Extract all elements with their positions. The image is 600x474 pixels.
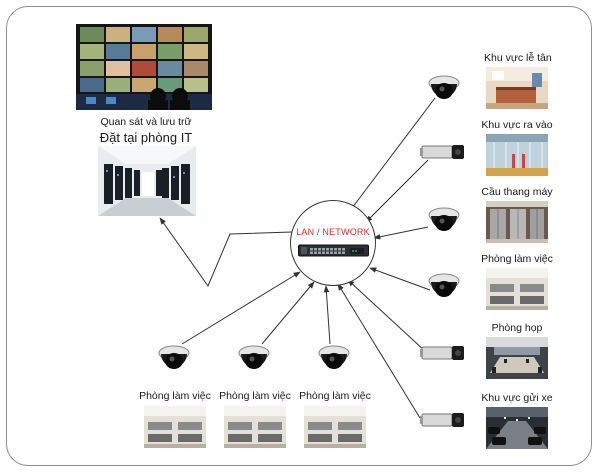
control-room-caption: Quan sát và lưu trữ <box>100 116 192 128</box>
link-elevator <box>373 226 429 240</box>
office-photo-2 <box>224 406 286 448</box>
box-camera-icon <box>418 341 466 365</box>
box-camera-icon <box>418 140 466 164</box>
zone-label-office-2: Phòng làm việc <box>219 390 291 402</box>
video-wall-photo <box>76 24 212 110</box>
office-photo-1 <box>144 406 206 448</box>
link-office-3 <box>323 285 331 345</box>
link-office-1 <box>181 271 301 345</box>
network-switch-icon <box>298 243 369 259</box>
link-entrance <box>365 159 429 223</box>
elevator-photo <box>486 201 548 243</box>
reception-photo <box>486 67 548 109</box>
link-reception <box>345 97 436 217</box>
link-office-2 <box>261 281 315 345</box>
uplink-line <box>159 217 293 288</box>
dome-camera-icon <box>426 206 462 236</box>
zone-label-meeting: Phòng họp <box>491 322 543 334</box>
dome-camera-icon <box>426 272 462 302</box>
link-office-right <box>369 267 431 291</box>
box-camera-icon <box>418 408 466 432</box>
network-hub: LAN / NETWORK <box>290 200 376 286</box>
parking-photo <box>486 407 548 449</box>
dome-camera-icon <box>236 344 272 374</box>
entrance-photo <box>486 134 548 176</box>
office-right-photo <box>486 268 548 310</box>
dome-camera-icon <box>316 344 352 374</box>
control-room-location: Đặt tại phòng IT <box>99 130 193 145</box>
zone-label-elevator: Cầu thang máy <box>481 186 553 198</box>
zone-label-entrance: Khu vực ra vào <box>481 119 553 131</box>
zone-label-parking: Khu vực gửi xe <box>481 392 553 404</box>
meeting-room-photo <box>486 337 548 379</box>
link-meeting <box>347 279 427 353</box>
zone-label-reception: Khu vực lễ tân <box>484 52 552 64</box>
link-parking <box>337 283 421 419</box>
server-room-photo <box>98 146 196 216</box>
zone-label-office-3: Phòng làm việc <box>299 390 371 402</box>
dome-camera-icon <box>156 344 192 374</box>
zone-label-office-1: Phòng làm việc <box>139 390 211 402</box>
dome-camera-icon <box>426 74 462 104</box>
office-photo-3 <box>304 406 366 448</box>
hub-label: LAN / NETWORK <box>296 227 370 237</box>
zone-label-office-right: Phòng làm việc <box>481 253 553 265</box>
